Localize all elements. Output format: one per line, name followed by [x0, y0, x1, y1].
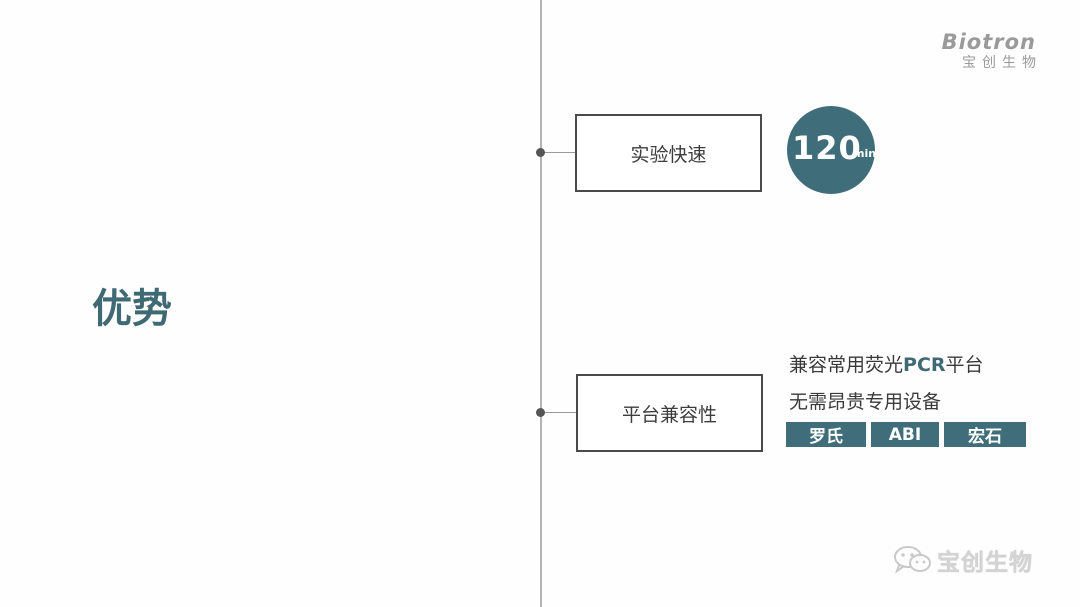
duration-number: 120: [792, 129, 862, 167]
duration-unit: min: [853, 147, 877, 160]
logo-subtitle: 宝创生物: [962, 55, 1042, 71]
timeline-connector-2: [544, 412, 576, 413]
timeline-dot-2: [536, 408, 545, 417]
watermark-text: 宝创生物: [937, 550, 1033, 576]
duration-badge: [787, 106, 875, 194]
advantage-box-compatibility: 平台兼容性: [576, 374, 763, 452]
logo-wordmark: Biotron: [941, 30, 1036, 54]
page-title: 优势: [92, 286, 172, 332]
platform-tag-hongshi: 宏石: [944, 422, 1026, 447]
timeline-dot-1: [536, 148, 545, 157]
compat-description-2: 无需昂贵专用设备: [789, 391, 942, 413]
advantage-box-speed: 实验快速: [575, 114, 762, 192]
brand-logo: Biotron 宝创生物: [942, 30, 1036, 72]
compat-description-1: 兼容常用荧光PCR平台: [789, 352, 984, 378]
platform-tag-abi: ABI: [871, 422, 939, 447]
compat-prefix: 兼容常用荧光: [789, 354, 904, 376]
wechat-icon: [894, 546, 931, 574]
watermark: 宝创生物: [893, 543, 1033, 577]
advantage-label-speed: 实验快速: [630, 143, 707, 166]
advantage-label-compatibility: 平台兼容性: [621, 403, 717, 426]
compat-suffix: 平台: [945, 354, 984, 376]
timeline-line: [540, 0, 542, 607]
timeline-connector-1: [544, 152, 575, 153]
platform-tag-roche: 罗氏: [786, 422, 866, 447]
compat-emphasis: PCR: [903, 354, 946, 376]
